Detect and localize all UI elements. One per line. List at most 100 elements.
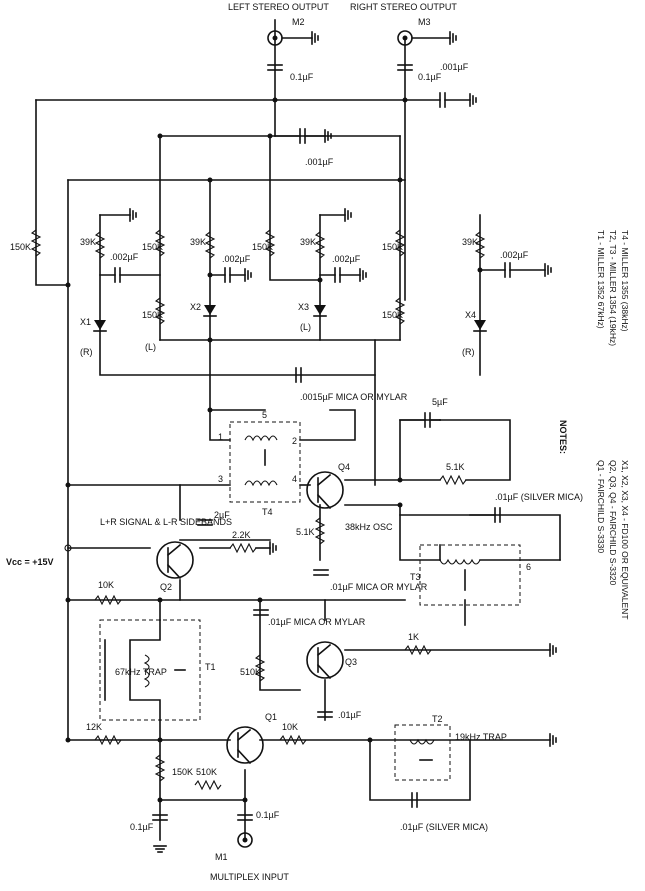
cap-out-l: 0.1µF	[267, 64, 314, 82]
note-line-3: T4 - MILLER 1355 (38kHz)	[620, 230, 630, 332]
transistor-q3: Q3	[306, 641, 357, 680]
resistor-510k-q3	[254, 654, 266, 682]
resistor-150k-4	[394, 229, 406, 257]
svg-text:510K: 510K	[196, 767, 217, 777]
pin-labels: 1 2 3 4 5 6	[218, 410, 531, 572]
resistor-12k	[94, 734, 122, 746]
svg-text:10K: 10K	[98, 580, 114, 590]
transformer-t3: T3	[410, 544, 561, 606]
resistors: 150K 39K 150K 39K 150K 39K 150K 39K 150K…	[10, 229, 557, 791]
cap-002-4: .002µF	[479, 250, 552, 278]
svg-text:.01µF MICA OR MYLAR: .01µF MICA OR MYLAR	[268, 617, 366, 627]
svg-text:T2: T2	[432, 714, 443, 724]
svg-text:.01µF MICA OR MYLAR: .01µF MICA OR MYLAR	[330, 582, 428, 592]
svg-text:5µF: 5µF	[432, 397, 448, 407]
notes-title: NOTES:	[558, 420, 568, 454]
svg-text:150K: 150K	[10, 242, 31, 252]
wiring	[35, 19, 561, 841]
m3-label: RIGHT STEREO OUTPUT	[350, 2, 457, 12]
svg-text:150K: 150K	[382, 310, 403, 320]
resistor-150k-q1	[154, 754, 166, 782]
note-line-5: Q2, Q3, Q4 - FAIRCHILD S-3320	[608, 460, 618, 585]
transistor-q4: Q4	[306, 462, 350, 510]
svg-text:(R): (R)	[80, 347, 93, 357]
svg-text:.002µF: .002µF	[500, 250, 529, 260]
svg-text:150K: 150K	[142, 242, 163, 252]
svg-text:6: 6	[526, 562, 531, 572]
svg-text:2: 2	[292, 436, 297, 446]
svg-text:150K: 150K	[382, 242, 403, 252]
resistor-150k-left	[30, 229, 42, 257]
resistor-10k-q1	[279, 734, 307, 746]
svg-text:.0015µF MICA OR MYLAR: .0015µF MICA OR MYLAR	[300, 392, 408, 402]
annotations: L+R SIGNAL & L-R SIDEBANDS 38kHz OSC	[100, 517, 393, 532]
cap-01-silver-in: .01µF (SILVER MICA)	[400, 792, 488, 832]
notes-block: NOTES: T1 - MILLER 1352 67kHz) T2, T3 - …	[558, 230, 630, 620]
m1-label: MULTIPLEX INPUT	[210, 872, 289, 882]
connector-m1: M1 MULTIPLEX INPUT	[210, 832, 289, 882]
svg-text:4: 4	[292, 474, 297, 484]
svg-text:T3: T3	[410, 572, 421, 582]
svg-text:3: 3	[218, 474, 223, 484]
cap-01-in: 0.1µF	[130, 814, 168, 832]
cap-002-3: .002µF	[319, 208, 367, 283]
svg-text:0.1µF: 0.1µF	[256, 810, 280, 820]
svg-text:19kHz TRAP: 19kHz TRAP	[455, 732, 507, 742]
svg-text:.001µF: .001µF	[305, 157, 334, 167]
resistor-10k-q2	[94, 594, 122, 606]
cap-5uf: 5µF	[399, 397, 448, 428]
diode-x4: X4 (R)	[462, 310, 487, 357]
capacitors: 0.1µF 0.1µF .001µF .001µF .002µF	[99, 62, 583, 853]
svg-text:39K: 39K	[190, 237, 206, 247]
connector-m2: M2 LEFT STEREO OUTPUT	[228, 2, 329, 46]
note-line-1: T1 - MILLER 1352 67kHz)	[596, 230, 606, 329]
svg-text:0.1µF: 0.1µF	[418, 72, 442, 82]
svg-text:5.1K: 5.1K	[446, 462, 465, 472]
transformer-t4: T4	[229, 421, 301, 517]
svg-text:(R): (R)	[462, 347, 475, 357]
note-line-4: Q1 - FAIRCHILD S-3330	[596, 460, 606, 553]
transistor-q1: Q1	[226, 712, 277, 765]
transformer-t1: 67kHz TRAP T1	[99, 619, 216, 721]
resistor-39k-2	[204, 231, 216, 259]
diode-x3: X3 (L)	[298, 302, 327, 332]
cap-01-mylar-q3: .01µF MICA OR MYLAR	[253, 609, 366, 627]
transistor-q2: Q2	[156, 541, 194, 592]
svg-text:5: 5	[262, 410, 267, 420]
resistor-39k-1	[94, 231, 106, 259]
svg-text:.01µF: .01µF	[338, 710, 362, 720]
svg-text:Q4: Q4	[338, 462, 350, 472]
svg-text:39K: 39K	[462, 237, 478, 247]
svg-text:1: 1	[218, 432, 223, 442]
cap-002-2: .002µF	[209, 254, 252, 283]
svg-text:39K: 39K	[300, 237, 316, 247]
cap-01-mylar-q4: .01µF MICA OR MYLAR	[313, 569, 428, 592]
svg-text:(L): (L)	[300, 322, 311, 332]
cap-01-q1: 0.1µF	[237, 810, 280, 821]
resistor-150k-2	[154, 229, 166, 257]
q4-osc-label: 38kHz OSC	[345, 522, 393, 532]
svg-text:X2: X2	[190, 302, 201, 312]
connector-m3: M3 RIGHT STEREO OUTPUT	[350, 2, 457, 46]
svg-text:2µF: 2µF	[214, 510, 230, 520]
svg-text:.01µF (SILVER MICA): .01µF (SILVER MICA)	[400, 822, 488, 832]
m2-label: LEFT STEREO OUTPUT	[228, 2, 329, 12]
junctions	[65, 97, 483, 803]
svg-text:2.2K: 2.2K	[232, 530, 251, 540]
cap-002-1: .002µF	[99, 208, 161, 283]
svg-text:(L): (L)	[145, 342, 156, 352]
m3-ref: M3	[418, 17, 431, 27]
cap-01-q3: .01µF	[317, 710, 362, 720]
svg-text:Q3: Q3	[345, 657, 357, 667]
supply-label: Vcc = +15V	[6, 557, 54, 567]
cap-001-r: .001µF	[404, 62, 477, 108]
cap-0015: .0015µF MICA OR MYLAR	[295, 367, 408, 402]
svg-text:X1: X1	[80, 317, 91, 327]
resistor-39k-3	[314, 231, 326, 259]
note-line-2: T2, T3 - MILLER 1354 (19kHz)	[608, 230, 618, 346]
svg-text:39K: 39K	[80, 237, 96, 247]
cap-01-silver-osc: .01µF (SILVER MICA)	[469, 492, 583, 523]
cap-out-r: 0.1µF	[397, 64, 442, 82]
transformer-t2: T2 19kHz TRAP	[394, 714, 557, 781]
